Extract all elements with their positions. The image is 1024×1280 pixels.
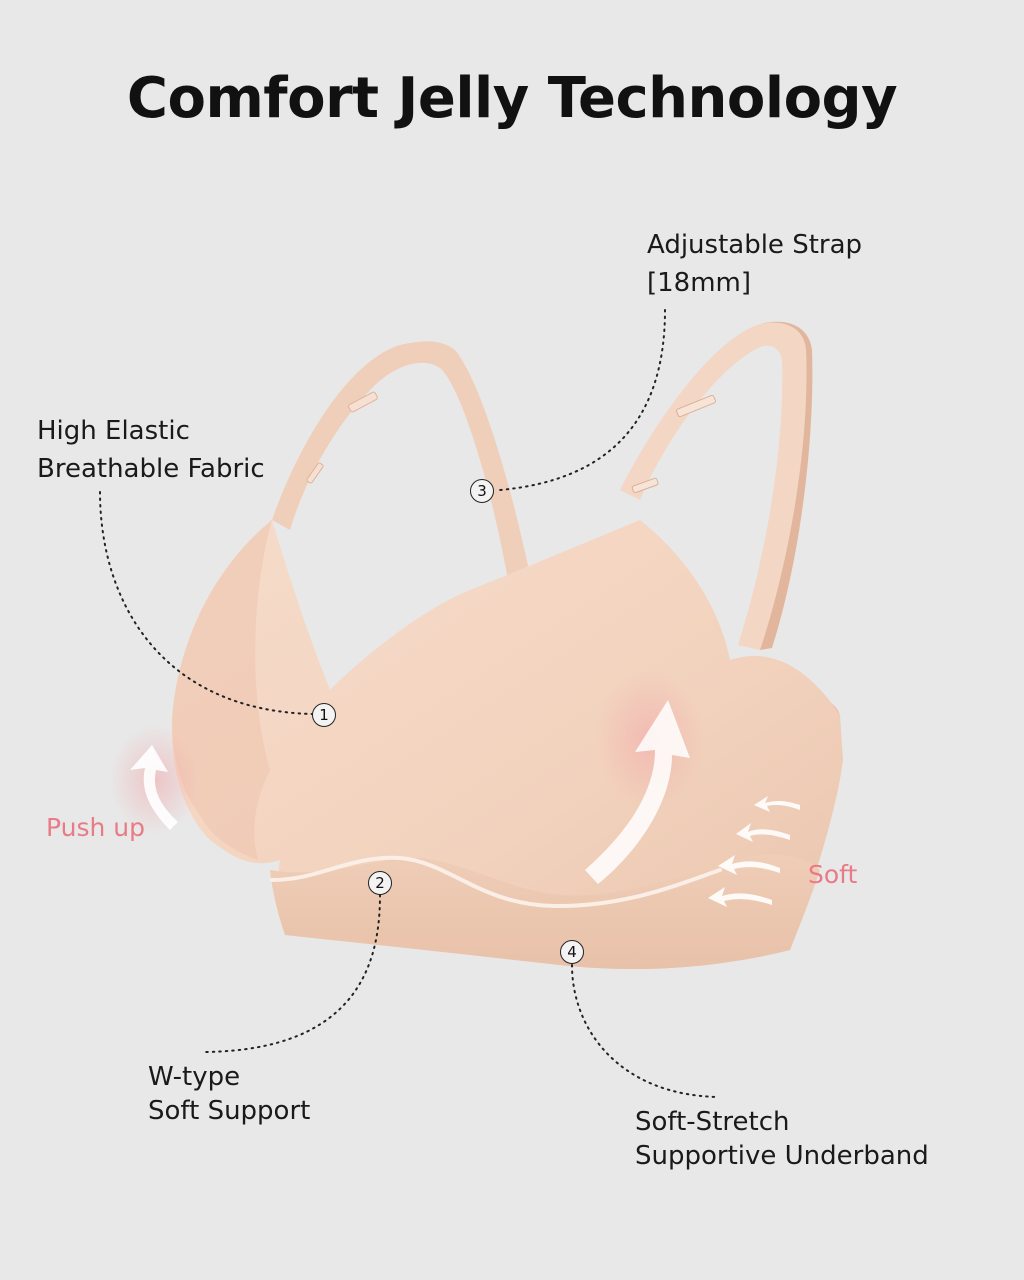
soft-label: Soft [808, 860, 858, 889]
leader-line-3 [499, 309, 666, 491]
page-title: Comfort Jelly Technology [126, 66, 898, 131]
marker-3: 3 [470, 479, 494, 503]
push-up-label: Push up [46, 813, 146, 842]
underband-label: Soft-Stretch Supportive Underband [635, 1105, 929, 1173]
support-label: W-type Soft Support [148, 1060, 310, 1128]
marker-2: 2 [368, 871, 392, 895]
strap-label-line1: Adjustable Strap [647, 230, 863, 260]
support-label-line2: Soft Support [148, 1096, 311, 1126]
marker-1: 1 [312, 703, 336, 727]
underband-label-line2: Supportive Underband [635, 1141, 929, 1171]
fabric-label-line2: Breathable Fabric [37, 454, 265, 484]
leader-line-2 [204, 894, 381, 1053]
marker-4: 4 [560, 940, 584, 964]
support-label-line1: W-type [148, 1062, 241, 1092]
strap-label: Adjustable Strap [18mm] [647, 226, 862, 302]
w-support-line [270, 855, 722, 909]
lift-arrow-icon [585, 700, 690, 884]
leader-line-4 [571, 964, 719, 1098]
left-strap [272, 341, 530, 580]
push-up-arrow-icon [130, 745, 178, 830]
fabric-label-line1: High Elastic [37, 416, 190, 446]
right-strap [620, 322, 807, 650]
fabric-label: High Elastic Breathable Fabric [37, 412, 265, 488]
bra-body [171, 520, 843, 970]
soft-arrows-icon [708, 796, 800, 907]
strap-label-line2: [18mm] [647, 268, 752, 298]
underband-label-line1: Soft-Stretch [635, 1107, 790, 1137]
